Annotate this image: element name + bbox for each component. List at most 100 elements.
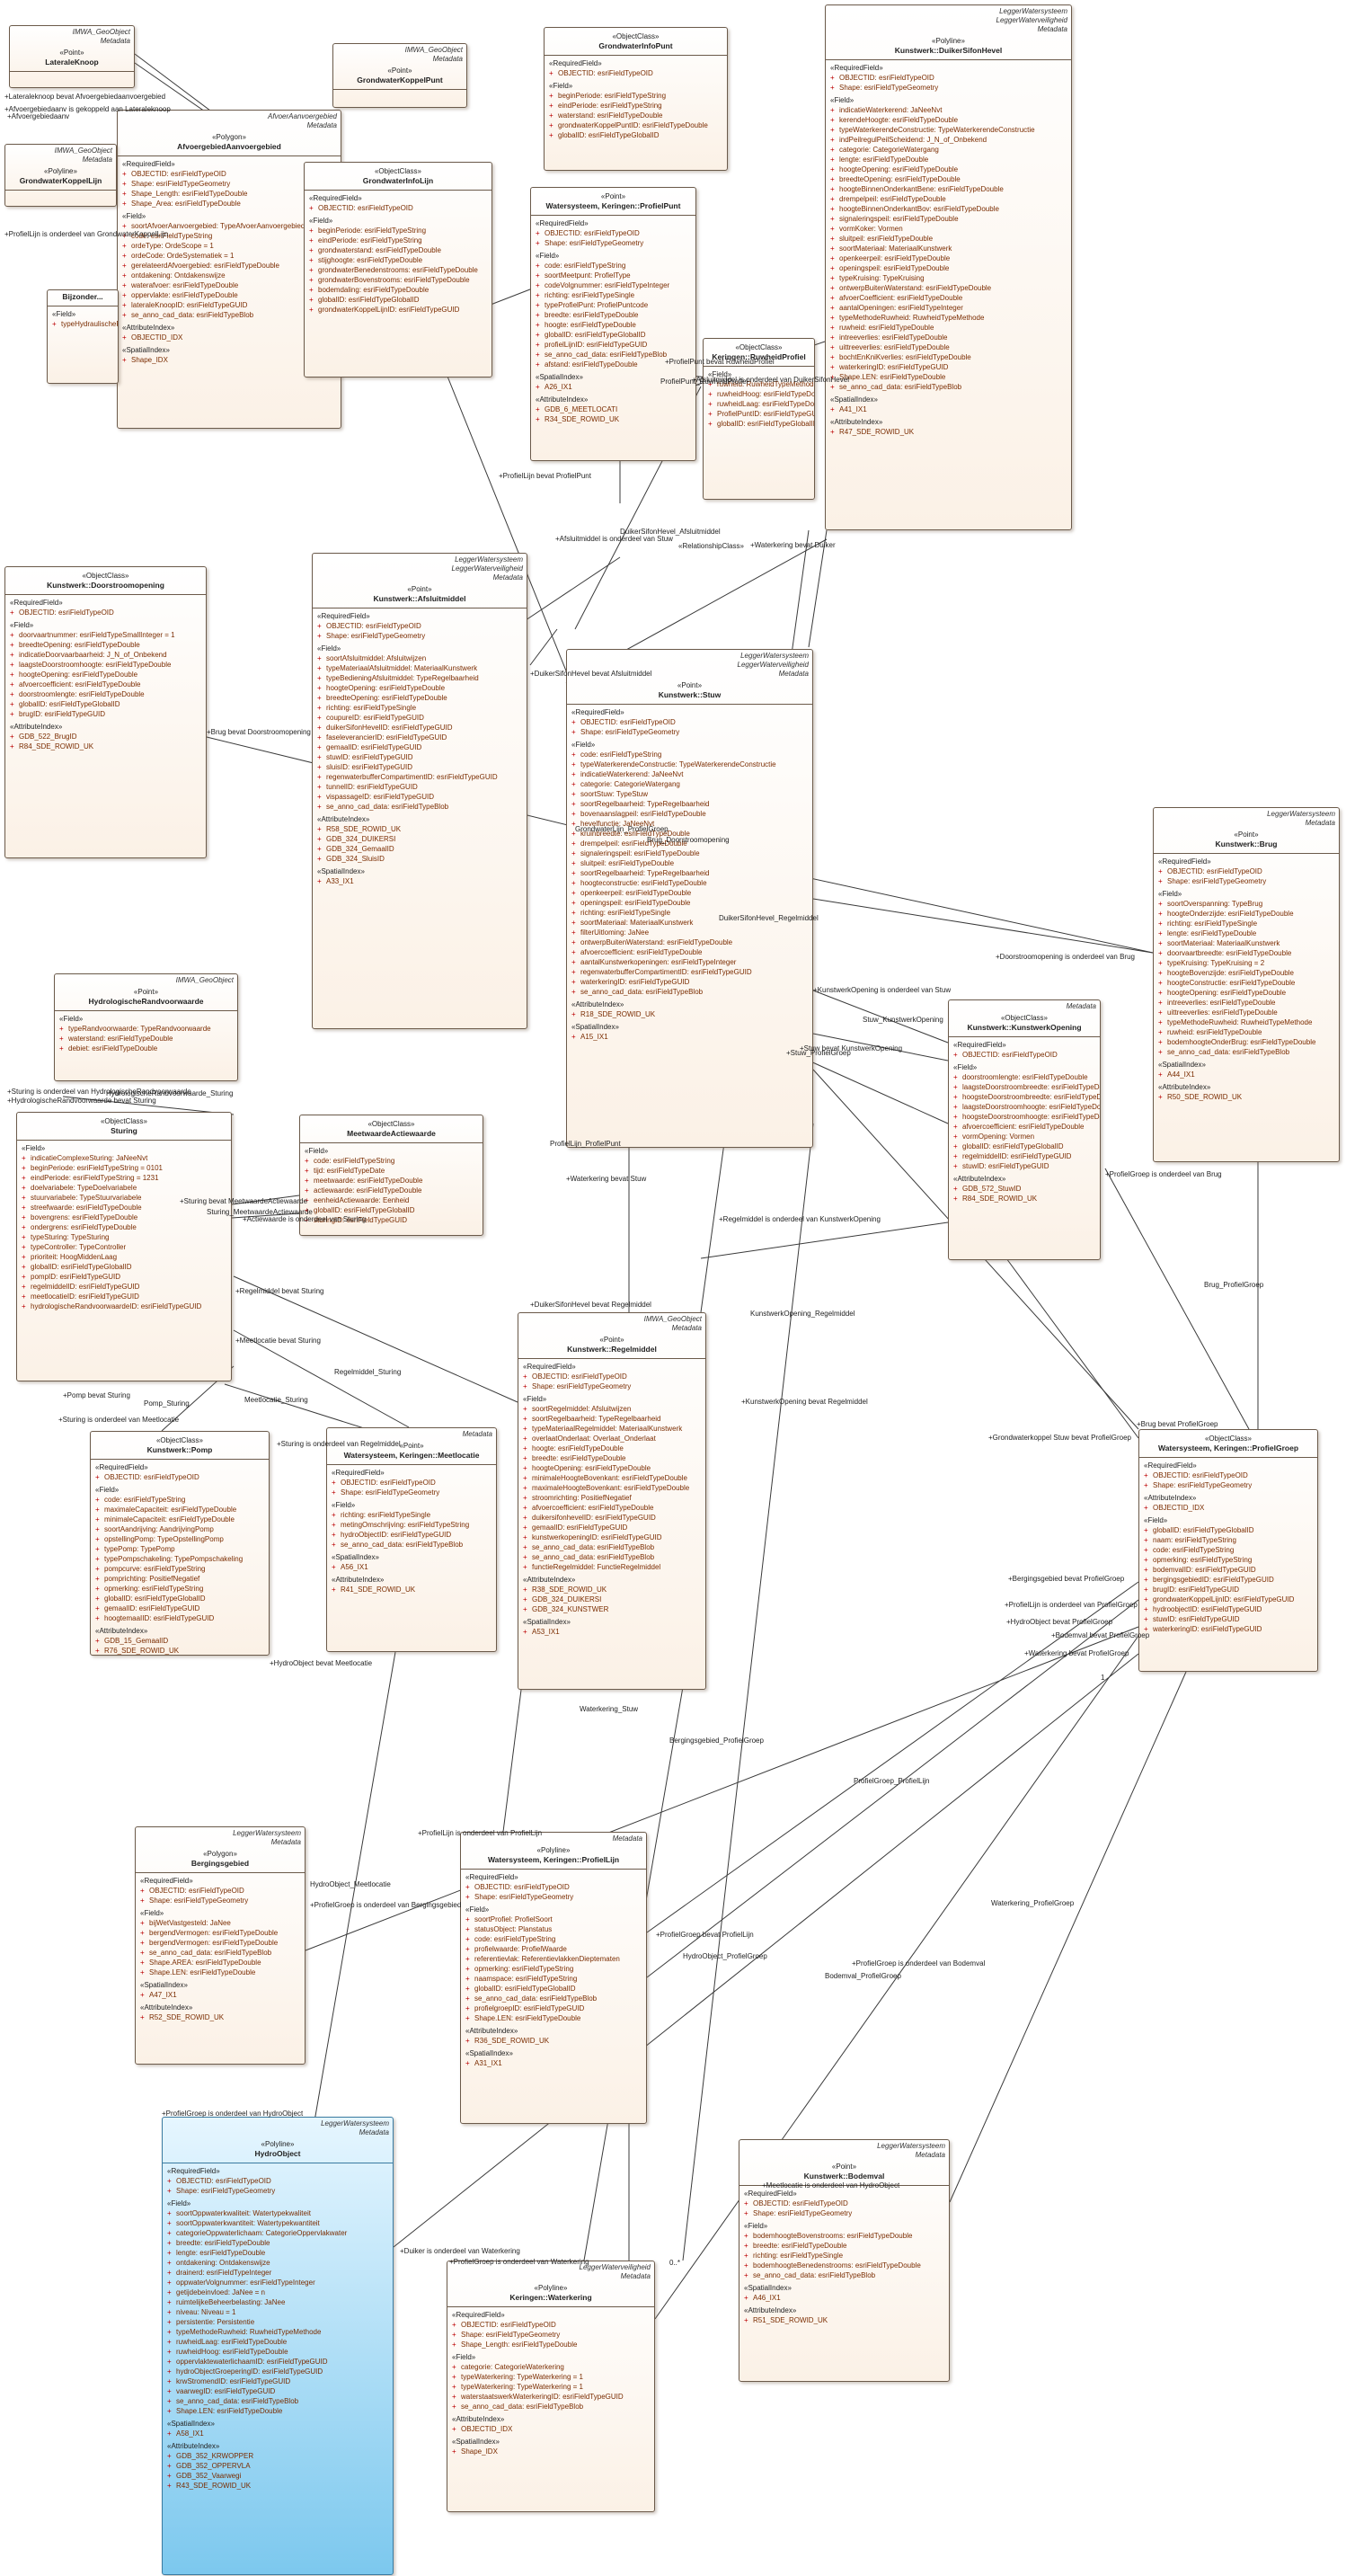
attribute-text: regelmiddelID: esriFieldTypeGUID	[31, 1283, 140, 1291]
association-label: DuikerSifonHevel_Regelmiddel	[719, 914, 819, 922]
visibility-marker: +	[167, 2377, 172, 2385]
class-name: GrondwaterKoppelLijn	[19, 176, 102, 185]
class-tag: Metadata	[82, 155, 112, 164]
attribute-row: +breedteOpening: esriFieldTypeDouble	[830, 174, 1067, 184]
attribute-text: typeRandvoorwaarde: TypeRandvoorwaarde	[68, 1025, 211, 1033]
attribute-text: ruwheidLaag: esriFieldTypeDouble	[176, 2338, 288, 2346]
visibility-marker: +	[1144, 1526, 1148, 1534]
attribute-text: richting: esriFieldTypeSingle	[1167, 919, 1258, 928]
visibility-marker: +	[332, 1541, 336, 1549]
visibility-marker: +	[1158, 1018, 1163, 1026]
class-box[interactable]: IMWA_GeoObject«Point»HydrologischeRandvo…	[54, 973, 238, 1081]
attribute-text: typeWaterkerendeConstructie: TypeWaterke…	[580, 760, 776, 768]
association-line	[812, 898, 1154, 954]
attribute-row: +eenheidActiewaarde: Eenheid	[305, 1195, 478, 1205]
attribute-text: gemaalID: esriFieldTypeGUID	[326, 743, 422, 751]
attribute-text: drempelpeil: esriFieldTypeDouble	[839, 195, 946, 203]
attribute-text: ontdakening: Ontdakenswijze	[131, 271, 226, 280]
attribute-text: typePompschakeling: TypePompschakeling	[104, 1555, 244, 1563]
class-name: Bijzonder...	[62, 292, 103, 301]
attribute-text: globalID: esriFieldTypeGlobalID	[314, 1206, 415, 1214]
section-title: «Field»	[830, 96, 855, 104]
class-box[interactable]: «ObjectClass»GrondwaterInfoLijn«Required…	[304, 162, 492, 378]
visibility-marker: +	[465, 1965, 470, 1973]
attribute-text: pomprichting: PositiefNegatief	[104, 1575, 200, 1583]
attribute-row: +R84_SDE_ROWID_UK	[953, 1194, 1095, 1204]
visibility-marker: +	[167, 2358, 172, 2366]
visibility-marker: +	[305, 1167, 309, 1175]
association-label: «RelationshipClass»	[678, 542, 744, 550]
class-box[interactable]: «ObjectClass»Watersysteem, Keringen::Pro…	[1138, 1429, 1318, 1672]
section-title: «RequiredField»	[452, 2311, 505, 2319]
visibility-marker: +	[309, 286, 314, 294]
association-label: ProfielLijn_ProfielPunt	[550, 1140, 621, 1148]
attribute-row: +tijd: esriFieldTypeDate	[305, 1166, 478, 1176]
attribute-text: A41_IX1	[839, 405, 867, 413]
attribute-row: +beginPeriode: esriFieldTypeString	[309, 226, 487, 235]
visibility-marker: +	[317, 773, 322, 781]
association-label: 1	[1101, 1674, 1105, 1682]
class-box[interactable]: Bijzonder...«Field»+typeHydraulischeRand…	[47, 289, 119, 384]
class-name: Watersysteem, Keringen::ProfielLijn	[487, 1855, 620, 1864]
attribute-row: +streefwaarde: esriFieldTypeDouble	[22, 1203, 226, 1212]
visibility-marker: +	[571, 919, 576, 927]
attribute-row: +overlaatOnderlaat: Overlaat_Onderlaat	[523, 1434, 701, 1443]
attribute-row: +statusObject: Planstatus	[465, 1924, 642, 1934]
attribute-text: ruimtelijkeBeheerbelasting: JaNee	[176, 2298, 286, 2306]
class-box[interactable]: Metadata«Polyline»Watersysteem, Keringen…	[460, 1832, 647, 2124]
attribute-text: hoogteOnderzijde: esriFieldTypeDouble	[1167, 910, 1294, 918]
section-title: «Field»	[708, 370, 732, 378]
class-tag: IMWA_GeoObject	[643, 1315, 702, 1323]
visibility-marker: +	[95, 1594, 100, 1603]
class-box[interactable]: «ObjectClass»Sturing«Field»+indicatieCom…	[16, 1112, 232, 1381]
section-title: «SpatialIndex»	[140, 1981, 188, 1989]
visibility-marker: +	[140, 1929, 145, 1937]
class-box[interactable]: «ObjectClass»MeetwaardeActiewaarde«Field…	[299, 1115, 483, 1236]
class-box[interactable]: «ObjectClass»Keringen::RuwheidProfiel«Fi…	[703, 338, 815, 500]
attribute-row: +gerelateerdAfvoergebied: esriFieldTypeD…	[122, 261, 336, 271]
attribute-row: +uittreeverlies: esriFieldTypeDouble	[1158, 1008, 1334, 1017]
class-stereotype: «Point»	[1234, 831, 1259, 839]
association-label: Waterkering_Stuw	[580, 1705, 639, 1713]
attribute-text: typeMethodeRuwheid: RuwheidTypeMethode	[839, 314, 985, 322]
class-box[interactable]: «ObjectClass»GrondwaterInfoPunt«Required…	[544, 27, 728, 171]
visibility-marker: +	[1158, 929, 1163, 937]
class-tag: Metadata	[270, 1838, 301, 1846]
visibility-marker: +	[830, 235, 835, 243]
class-box[interactable]: «ObjectClass»Kunstwerk::Pomp«RequiredFie…	[90, 1431, 270, 1656]
class-box[interactable]: «Point»Watersysteem, Keringen::ProfielPu…	[530, 187, 696, 461]
attribute-row: +laagsteDoorstroombreedte: esriFieldType…	[953, 1082, 1100, 1092]
class-stereotype: «Point»	[407, 585, 432, 593]
attribute-text: soortRegelbaarheid: TypeRegelbaarheid	[580, 869, 710, 877]
attribute-row: +minimaleCapaciteit: esriFieldTypeDouble	[95, 1515, 264, 1524]
attribute-text: indPeilregulPeilScheidend: J_N_of_Onbeke…	[839, 136, 987, 144]
class-box[interactable]: «ObjectClass»Kunstwerk::Doorstroomopenin…	[4, 566, 207, 858]
attribute-row: +stuwID: esriFieldTypeGUID	[317, 752, 522, 762]
visibility-marker: +	[523, 1464, 527, 1472]
visibility-marker: +	[452, 2331, 456, 2339]
attribute-row: +Shape: esriFieldTypeGeometry	[536, 238, 691, 248]
attribute-text: OBJECTID: esriFieldTypeOID	[532, 1372, 627, 1381]
attribute-row: +stroomrichting: PositiefNegatief	[523, 1493, 701, 1503]
class-box[interactable]: Metadata«ObjectClass»Kunstwerk::Kunstwer…	[948, 999, 1101, 1260]
visibility-marker: +	[167, 2318, 172, 2326]
attribute-text: hoogte: esriFieldTypeDouble	[545, 321, 636, 329]
section-title: «AttributeIndex»	[1144, 1494, 1197, 1502]
class-body: «RequiredField»+OBJECTID: esriFieldTypeO…	[136, 1873, 305, 2025]
class-box[interactable]: Metadata«Point»Watersysteem, Keringen::M…	[326, 1427, 497, 1652]
visibility-marker: +	[536, 321, 540, 329]
